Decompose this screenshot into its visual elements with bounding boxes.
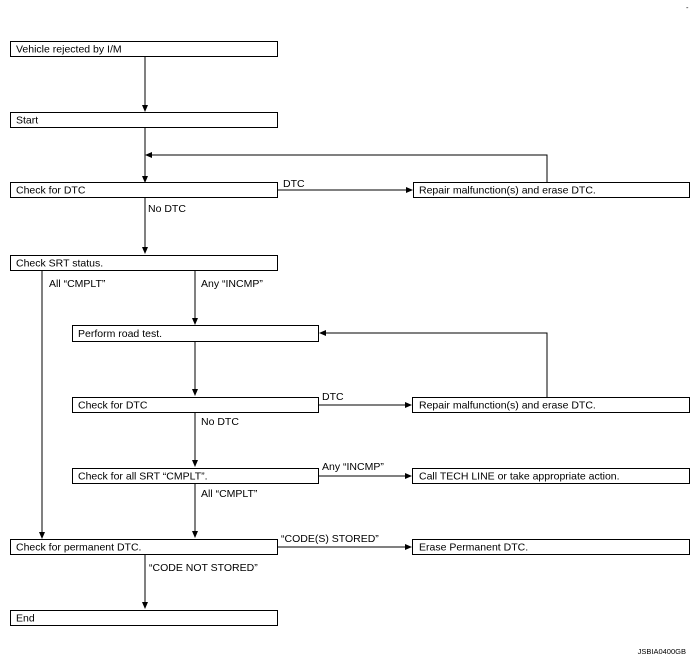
box-repair-1: Repair malfunction(s) and erase DTC. bbox=[413, 182, 690, 198]
box-perform-road-test: Perform road test. bbox=[72, 325, 319, 342]
label-no-dtc-1: No DTC bbox=[148, 203, 186, 215]
corner-mark: - bbox=[686, 3, 689, 12]
box-label: End bbox=[16, 613, 35, 625]
box-check-permanent-dtc: Check for permanent DTC. bbox=[10, 539, 278, 555]
arrowhead bbox=[192, 531, 198, 538]
box-label: Perform road test. bbox=[78, 328, 162, 340]
label-dtc-2: DTC bbox=[322, 391, 344, 403]
box-label: Vehicle rejected by I/M bbox=[16, 44, 122, 56]
connectors bbox=[41, 57, 548, 603]
box-label: Check SRT status. bbox=[16, 258, 103, 270]
label-no-dtc-2: No DTC bbox=[201, 416, 239, 428]
arrowhead bbox=[145, 152, 152, 158]
box-label: Repair malfunction(s) and erase DTC. bbox=[419, 185, 596, 197]
figure-code: JSBIA0400GB bbox=[638, 647, 686, 656]
arrowhead bbox=[192, 460, 198, 467]
arrowhead bbox=[192, 318, 198, 325]
box-label: Check for DTC bbox=[78, 400, 148, 412]
label-all-cmplt-1: All “CMPLT” bbox=[49, 278, 106, 290]
box-start: Start bbox=[10, 112, 278, 128]
box-check-srt-status: Check SRT status. bbox=[10, 255, 278, 271]
arrowhead bbox=[192, 389, 198, 396]
label-code-not-stored: “CODE NOT STORED” bbox=[149, 562, 258, 574]
connector-repair2-loop bbox=[326, 332, 548, 397]
box-end: End bbox=[10, 610, 278, 626]
arrowhead bbox=[142, 247, 148, 254]
box-label: Erase Permanent DTC. bbox=[419, 542, 528, 554]
box-tech-line: Call TECH LINE or take appropriate actio… bbox=[412, 468, 690, 484]
box-check-all-srt: Check for all SRT “CMPLT”. bbox=[72, 468, 319, 484]
box-check-dtc-2: Check for DTC bbox=[72, 397, 319, 413]
box-label: Check for DTC bbox=[16, 185, 86, 197]
arrowhead bbox=[142, 602, 148, 609]
arrowhead bbox=[406, 187, 413, 193]
box-repair-2: Repair malfunction(s) and erase DTC. bbox=[412, 397, 690, 413]
box-vehicle-rejected: Vehicle rejected by I/M bbox=[10, 41, 278, 57]
connector-repair-loop bbox=[152, 154, 548, 182]
arrowhead bbox=[405, 473, 412, 479]
label-dtc-1: DTC bbox=[283, 178, 305, 190]
box-label: Repair malfunction(s) and erase DTC. bbox=[419, 400, 596, 412]
box-check-dtc-1: Check for DTC bbox=[10, 182, 278, 198]
arrowheads bbox=[39, 105, 413, 609]
arrowhead bbox=[142, 105, 148, 112]
arrowhead bbox=[39, 532, 45, 539]
box-label: Start bbox=[16, 115, 38, 127]
box-label: Check for all SRT “CMPLT”. bbox=[78, 471, 208, 483]
box-erase-permanent-dtc: Erase Permanent DTC. bbox=[412, 539, 690, 555]
box-label: Check for permanent DTC. bbox=[16, 542, 141, 554]
arrowhead bbox=[405, 402, 412, 408]
arrowhead bbox=[142, 176, 148, 183]
label-codes-stored: “CODE(S) STORED” bbox=[281, 533, 379, 545]
label-all-cmplt-2: All “CMPLT” bbox=[201, 488, 258, 500]
box-label: Call TECH LINE or take appropriate actio… bbox=[419, 471, 620, 483]
label-any-incmp-2: Any “INCMP” bbox=[322, 461, 384, 473]
arrowhead bbox=[319, 330, 326, 336]
arrowhead bbox=[405, 544, 412, 550]
label-any-incmp-1: Any “INCMP” bbox=[201, 278, 263, 290]
